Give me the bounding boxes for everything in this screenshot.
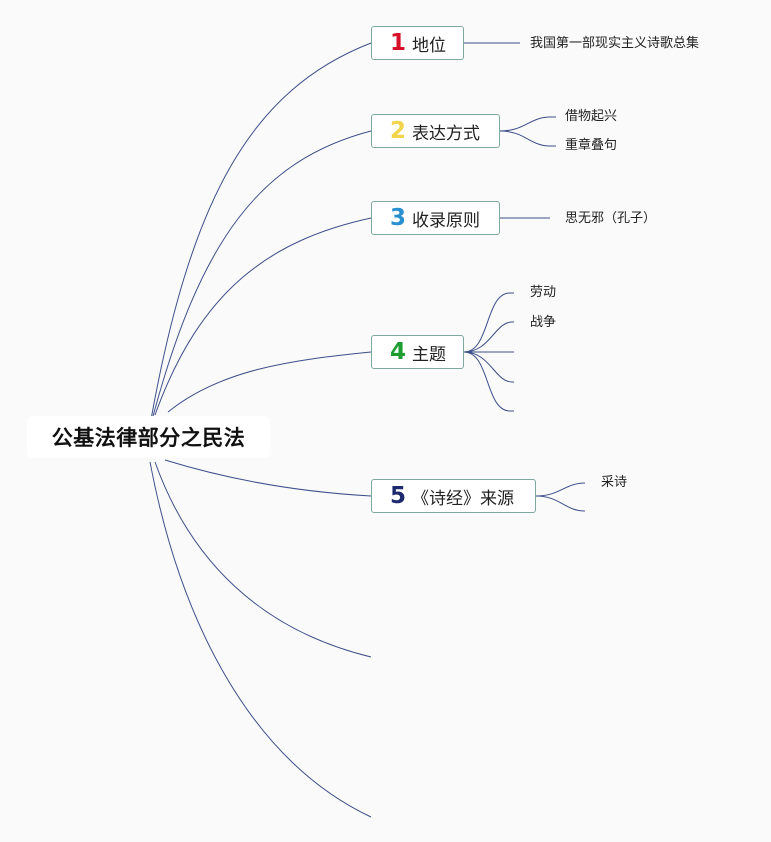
connector-central-to-branch-1 [149,42,372,426]
connector-central-to-empty-2 [149,461,372,818]
branch-number: 1 [390,30,407,56]
leaf-node[interactable]: 采诗 [601,475,628,490]
central-topic[interactable]: 公基法律部分之民法 [27,416,270,458]
leaf-node[interactable]: 借物起兴 [565,109,618,124]
branch-number: 3 [390,205,407,231]
branch-number: 2 [390,118,407,144]
branch-label: 收录原则 [412,210,481,231]
connector-branch-4-child-4 [463,351,514,383]
branch-label: 主题 [412,344,447,365]
connector-central-to-empty-1 [154,461,372,658]
connector-central-to-branch-4 [167,351,372,413]
connector-branch-5-child-2 [535,495,586,512]
branch-node-5[interactable]: 5 《诗经》来源 [371,479,536,513]
connector-central-to-branch-5 [164,459,372,497]
connector-branch-4-child-5 [463,351,514,412]
branch-node-3[interactable]: 3 收录原则 [371,201,500,235]
branch-number: 5 [390,483,407,509]
leaf-node[interactable]: 思无邪（孔子） [565,211,657,226]
branch-label: 《诗经》来源 [412,488,515,509]
leaf-node[interactable]: 我国第一部现实主义诗歌总集 [530,36,700,51]
connector-branch-4-child-2 [463,321,514,353]
connector-branch-5-child-1 [535,482,586,497]
branch-node-4[interactable]: 4 主题 [371,335,464,369]
central-topic-label: 公基法律部分之民法 [51,426,246,450]
branch-label: 表达方式 [412,123,481,144]
connector-branch-2-child-2 [499,130,556,147]
leaf-node[interactable]: 劳动 [530,285,557,300]
connector-central-to-branch-3 [154,217,372,416]
connector-branch-2-child-1 [499,116,556,132]
leaf-node[interactable]: 重章叠句 [565,138,618,153]
branch-number: 4 [390,339,407,365]
connector-branch-4-child-1 [463,292,514,353]
leaf-node[interactable]: 战争 [530,315,557,330]
connector-central-to-branch-2 [151,130,372,421]
branch-node-2[interactable]: 2 表达方式 [371,114,500,148]
branch-node-1[interactable]: 1 地位 [371,26,464,60]
branch-label: 地位 [412,35,447,56]
